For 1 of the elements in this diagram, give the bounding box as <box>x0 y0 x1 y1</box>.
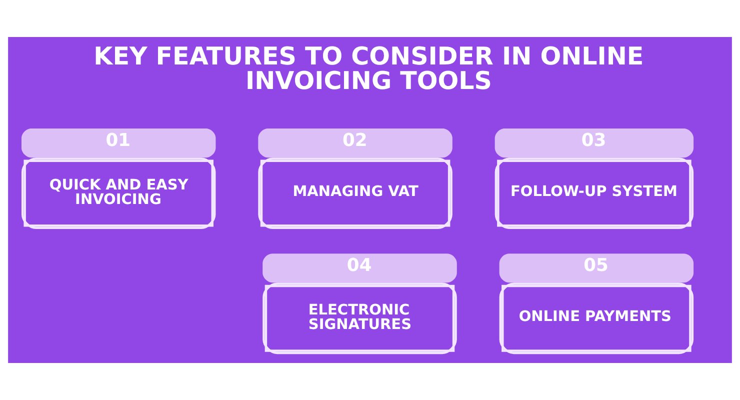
diagram-title: KEY FEATURES TO CONSIDER IN ONLINE INVOICING TOOLS <box>94 41 644 96</box>
